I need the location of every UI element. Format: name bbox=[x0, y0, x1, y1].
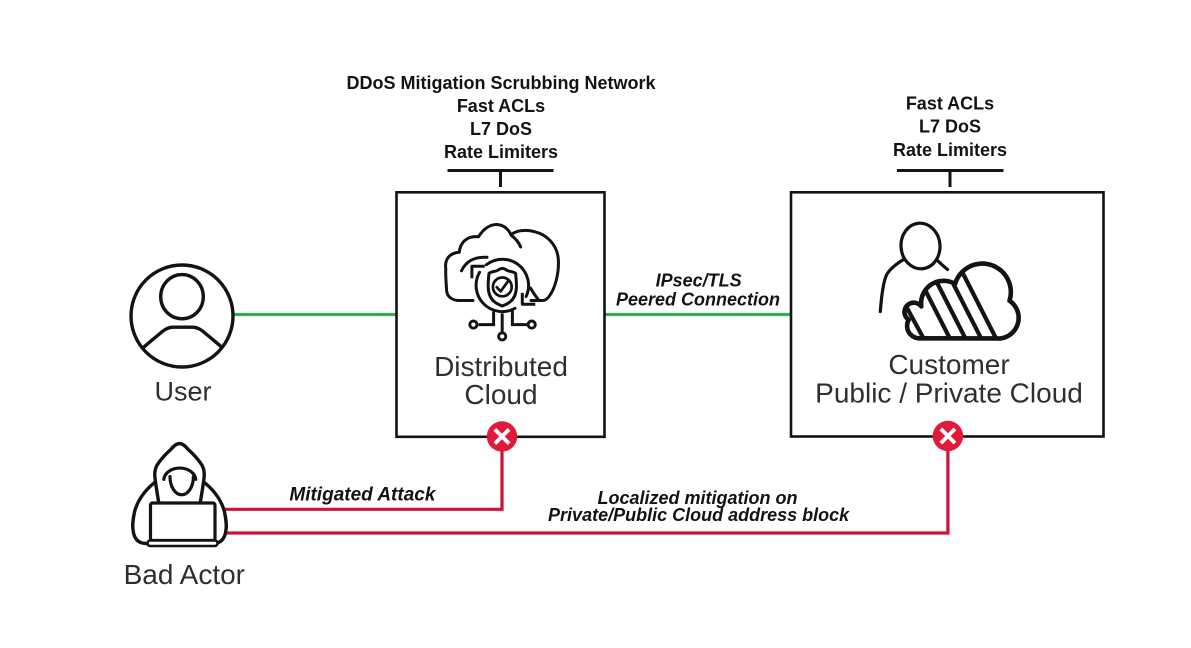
svg-text:Private/Public Cloud address b: Private/Public Cloud address block bbox=[548, 505, 850, 525]
svg-text:L7 DoS: L7 DoS bbox=[919, 117, 981, 137]
svg-text:Rate Limiters: Rate Limiters bbox=[444, 142, 558, 162]
svg-text:L7 DoS: L7 DoS bbox=[470, 119, 532, 139]
svg-text:User: User bbox=[154, 377, 211, 407]
svg-text:Mitigated Attack: Mitigated Attack bbox=[289, 485, 436, 506]
svg-text:Bad Actor: Bad Actor bbox=[124, 559, 245, 590]
svg-text:Fast ACLs: Fast ACLs bbox=[457, 96, 545, 116]
svg-text:Fast ACLs: Fast ACLs bbox=[906, 94, 994, 114]
svg-text:DDoS Mitigation Scrubbing Netw: DDoS Mitigation Scrubbing Network bbox=[347, 73, 657, 93]
svg-text:Cloud: Cloud bbox=[464, 379, 537, 410]
svg-text:IPsec/TLS: IPsec/TLS bbox=[656, 271, 742, 291]
svg-text:Customer: Customer bbox=[888, 349, 1009, 380]
svg-text:Localized mitigation on: Localized mitigation on bbox=[597, 488, 797, 508]
svg-text:Rate Limiters: Rate Limiters bbox=[893, 140, 1007, 160]
svg-text:Peered Connection: Peered Connection bbox=[616, 289, 780, 309]
svg-text:Distributed: Distributed bbox=[434, 351, 568, 382]
svg-text:Public / Private Cloud: Public / Private Cloud bbox=[815, 378, 1083, 409]
